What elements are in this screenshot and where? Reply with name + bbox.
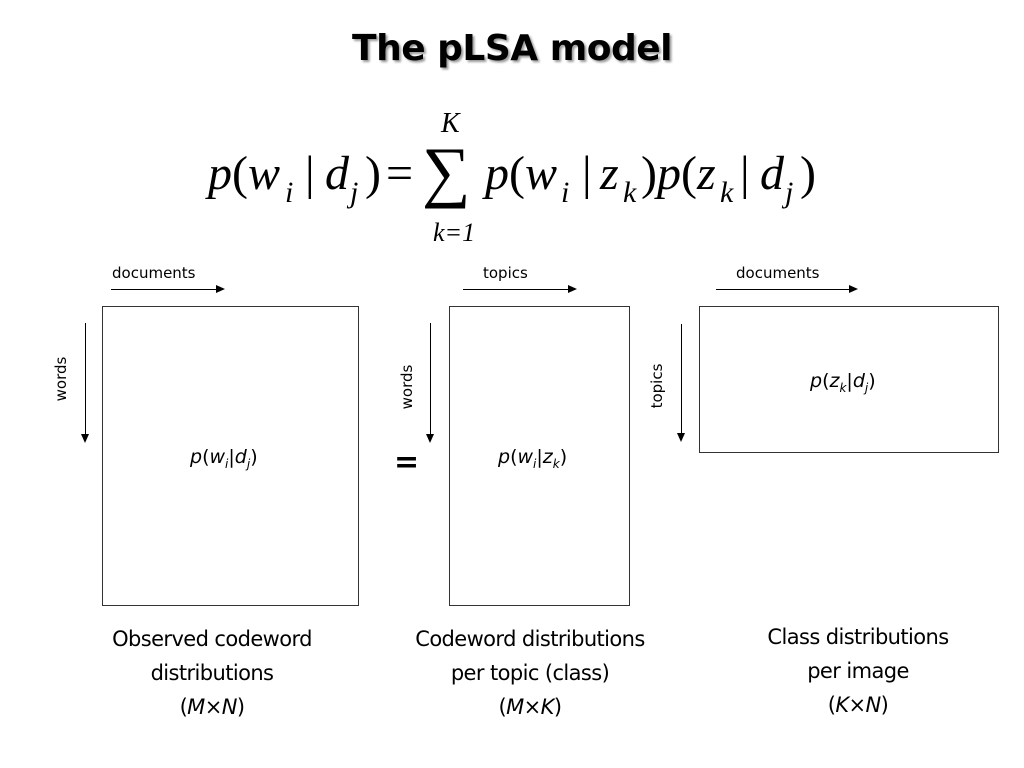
eq-w: w — [248, 147, 281, 200]
formula-p: p — [810, 370, 823, 392]
caption-line-2: per topic (class) — [450, 661, 610, 685]
dim-cols: N — [221, 695, 238, 719]
matrix-caption: Observed codeword distributions (M×N) — [82, 622, 342, 724]
formula-b-sub: j — [864, 380, 869, 395]
dim-rows: M — [187, 695, 205, 719]
formula-a-sub: i — [225, 456, 229, 471]
matrix-caption: Class distributions per image (K×N) — [728, 620, 988, 722]
caption-line-2: distributions — [150, 661, 274, 685]
caption-dims: (M×K) — [498, 695, 562, 719]
formula-b: d — [234, 446, 247, 468]
arrow-right-icon — [111, 285, 225, 293]
eq-z2: z — [697, 147, 716, 200]
eq-sum-lower: k=1 — [433, 218, 476, 247]
dim-rows: K — [835, 693, 849, 717]
formula-a-sub: k — [839, 380, 847, 395]
caption-line-2: per image — [807, 659, 909, 683]
eq-close-paren2: ) — [641, 147, 657, 200]
dim-cols: K — [540, 695, 555, 719]
matrix-box — [449, 306, 630, 606]
eq-sub-j: j — [350, 176, 359, 209]
equals-sign: = — [394, 445, 420, 480]
arrow-down-icon — [81, 323, 89, 443]
caption-dims: (M×N) — [179, 695, 245, 719]
eq-sum-upper: K — [441, 108, 460, 139]
eq-bar2: | — [582, 147, 592, 200]
side-label-words: words — [52, 356, 70, 402]
formula-a: w — [517, 446, 534, 468]
eq-sub-i2: i — [561, 176, 570, 209]
eq-open-paren2: ( — [509, 147, 525, 200]
eq-sub-j2: j — [785, 176, 794, 209]
eq-close-paren: ) — [365, 147, 381, 200]
eq-close-paren3: ) — [800, 147, 816, 200]
formula-p: p — [190, 446, 203, 468]
formula-a: z — [829, 370, 840, 392]
slide-title: The pLSA model — [352, 28, 672, 69]
eq-equals: = — [386, 147, 414, 200]
eq-bar3: | — [740, 147, 750, 200]
arrow-down-icon — [677, 324, 685, 442]
formula-a: w — [209, 446, 226, 468]
matrix-box — [102, 306, 359, 606]
dim-times: × — [204, 695, 223, 719]
eq-sub-k: k — [623, 176, 637, 209]
top-label-topics: topics — [483, 264, 528, 282]
eq-bar: | — [305, 147, 315, 200]
formula-p: p — [498, 446, 511, 468]
matrix-caption: Codeword distributions per topic (class)… — [385, 622, 675, 724]
formula-a-sub: i — [533, 456, 537, 471]
eq-p: p — [208, 147, 232, 200]
dim-rows: M — [506, 695, 524, 719]
matrix-box — [699, 306, 999, 453]
matrix-formula: p(zk|dj) — [810, 370, 876, 395]
arrow-down-icon — [426, 323, 434, 443]
eq-d: d — [325, 147, 349, 200]
side-label-topics: topics — [648, 363, 666, 409]
matrix-formula: p(wi|dj) — [190, 446, 258, 471]
eq-sub-i: i — [285, 176, 294, 209]
eq-w2: w — [525, 147, 558, 200]
dim-times: × — [523, 695, 542, 719]
eq-open-paren3: ( — [681, 147, 697, 200]
caption-line-1: Class distributions — [767, 625, 949, 649]
top-label-documents: documents — [112, 264, 196, 282]
arrow-right-icon — [716, 285, 858, 293]
formula-b-sub: k — [552, 456, 560, 471]
dim-times: × — [848, 693, 867, 717]
eq-sub-k2: k — [720, 176, 734, 209]
sum-symbol-icon: ∑ — [422, 133, 471, 209]
caption-line-1: Codeword distributions — [415, 627, 645, 651]
eq-open-paren: ( — [232, 147, 248, 200]
plsa-equation: p ( w i | d j ) = K ∑ k=1 p ( w i | z k … — [0, 108, 1024, 258]
eq-p2: p — [485, 147, 509, 200]
eq-z: z — [600, 147, 619, 200]
arrow-right-icon — [463, 285, 577, 293]
formula-b: d — [852, 370, 865, 392]
formula-b-sub: j — [246, 456, 251, 471]
eq-d2: d — [760, 147, 784, 200]
formula-b: z — [542, 446, 553, 468]
matrix-formula: p(wi|zk) — [498, 446, 568, 471]
top-label-documents: documents — [736, 264, 820, 282]
caption-line-1: Observed codeword — [112, 627, 312, 651]
caption-dims: (K×N) — [827, 693, 889, 717]
dim-cols: N — [865, 693, 882, 717]
side-label-words: words — [398, 364, 416, 410]
eq-p3: p — [657, 147, 681, 200]
